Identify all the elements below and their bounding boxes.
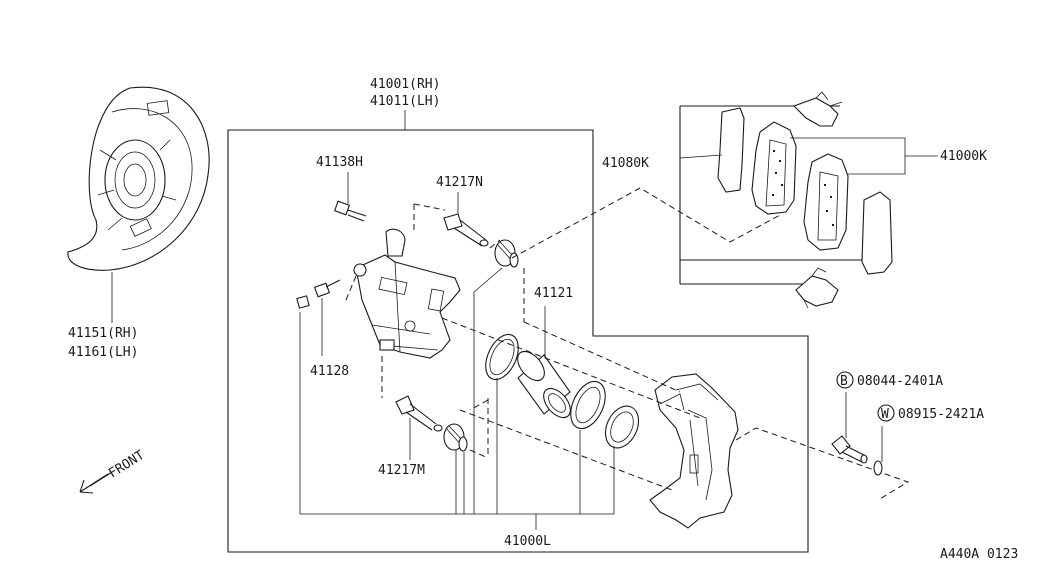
bleeder-screw-part [296, 279, 341, 309]
anti-squeal-shim-left [717, 107, 745, 193]
diagram-code: A440A 0123 [940, 547, 1018, 562]
label-front: FRONT [106, 448, 147, 482]
label-shield-rh: 41151(RH) [68, 326, 138, 341]
mounting-bolt [831, 435, 868, 464]
label-washer-part: 08915-2421A [898, 407, 984, 422]
label-caliper-assy: 41000L [504, 534, 551, 549]
label-pad-kit: 41080K [602, 156, 649, 171]
label-bolt-code: B [840, 374, 848, 389]
label-piston: 41121 [534, 286, 573, 301]
piston-boot [570, 380, 606, 430]
guide-pin-upper [443, 213, 489, 247]
piston-boot-ring [604, 405, 640, 449]
torque-member [649, 373, 739, 529]
caliper-body [345, 228, 461, 359]
bolt-code-circle [836, 371, 854, 389]
label-caliper-rh: 41001(RH) [370, 77, 440, 92]
pin-boot-lower [443, 423, 468, 452]
mounting-washer [873, 460, 883, 476]
front-arrow-icon [79, 471, 113, 494]
assembly-leader-lines [299, 267, 615, 530]
assembly-frame [227, 129, 809, 553]
label-bleeder-screw: 41128 [310, 364, 349, 379]
label-washer-code: W [881, 407, 889, 422]
brake-pad-outer [803, 153, 849, 251]
anti-squeal-shim-right [861, 191, 893, 275]
guide-pin-lower [395, 395, 443, 432]
pad-retainer-clip-upper [793, 91, 843, 127]
label-bolt-part: 08044-2401A [857, 374, 943, 389]
label-shield-lh: 41161(LH) [68, 345, 138, 360]
bleeder-cap-part [333, 200, 367, 222]
pad-retainer-clip-lower [795, 267, 839, 309]
dashed-guides [381, 187, 910, 501]
label-pin-upper: 41217N [436, 175, 483, 190]
pin-boot-upper [494, 239, 519, 268]
label-pin-lower: 41217M [378, 463, 425, 478]
label-caliper-lh: 41011(LH) [370, 94, 440, 109]
label-pad-assembly: 41000K [940, 149, 987, 164]
washer-code-circle [877, 404, 895, 422]
splash-shield [67, 86, 210, 271]
piston-seal [485, 333, 519, 381]
pad-kit-bracket [679, 105, 865, 285]
piston-part [517, 350, 571, 419]
brake-pad-inner [751, 121, 797, 215]
label-bleeder-cap: 41138H [316, 155, 363, 170]
